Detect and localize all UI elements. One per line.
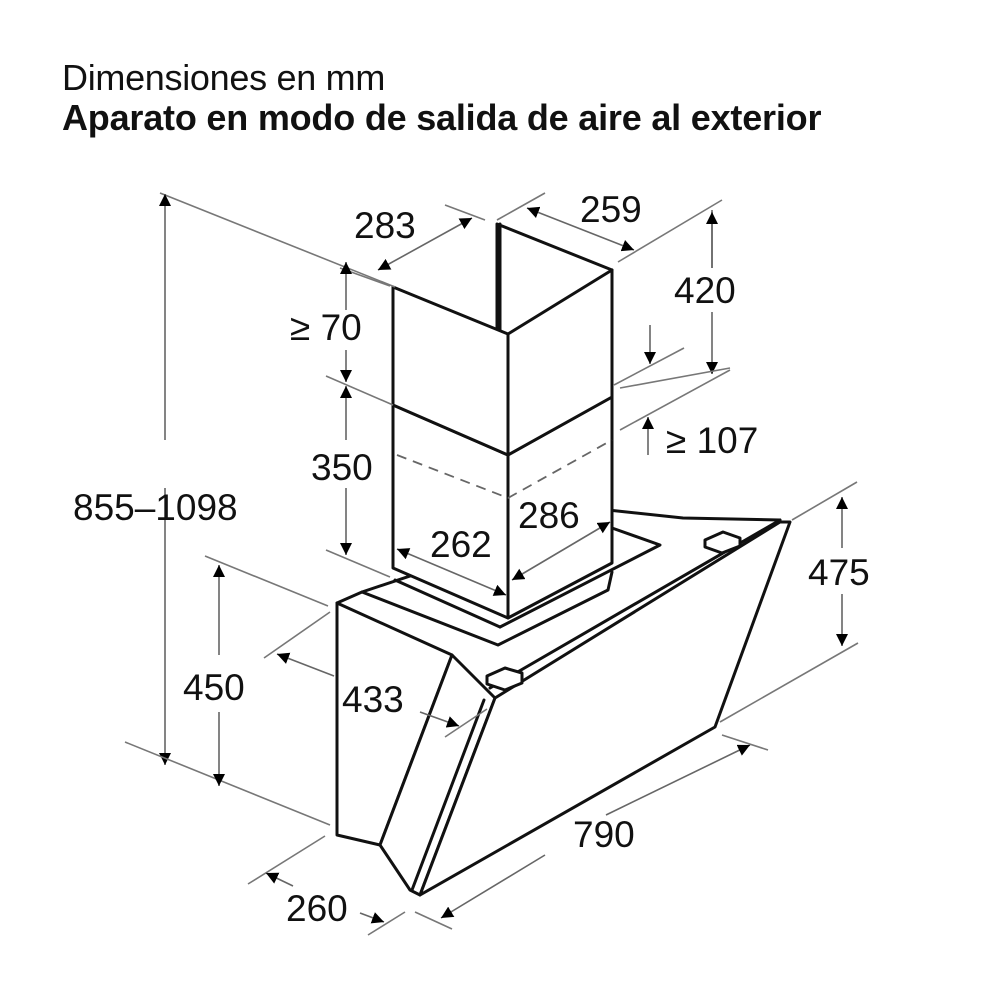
hood-body xyxy=(335,508,792,897)
svg-text:260: 260 xyxy=(286,888,348,929)
svg-text:283: 283 xyxy=(354,205,416,246)
svg-text:450: 450 xyxy=(183,667,245,708)
dim-283: 283 xyxy=(339,204,486,287)
subtitle: Dimensiones en mm xyxy=(62,57,386,98)
svg-text:350: 350 xyxy=(311,447,373,488)
dim-gte-70: ≥ 70 xyxy=(159,192,396,406)
svg-text:420: 420 xyxy=(674,270,736,311)
dim-total-height: 855–1098 xyxy=(73,194,331,826)
dim-475: 475 xyxy=(719,481,870,723)
dim-260: 260 xyxy=(247,835,406,936)
svg-text:≥ 70: ≥ 70 xyxy=(290,307,362,348)
svg-text:286: 286 xyxy=(518,495,580,536)
dim-790: 790 xyxy=(414,734,769,930)
svg-text:262: 262 xyxy=(430,524,492,565)
dim-262: 262 xyxy=(396,524,507,596)
title: Aparato en modo de salida de aire al ext… xyxy=(62,97,822,138)
svg-text:433: 433 xyxy=(342,679,404,720)
svg-text:475: 475 xyxy=(808,552,870,593)
dim-450: 450 xyxy=(183,555,329,786)
svg-text:≥ 107: ≥ 107 xyxy=(666,420,758,461)
svg-text:259: 259 xyxy=(580,189,642,230)
dim-433: 433 xyxy=(263,611,488,738)
dim-259: 259 xyxy=(496,189,723,263)
svg-text:790: 790 xyxy=(573,814,635,855)
dim-420: 420 xyxy=(619,210,736,389)
dim-gte-107: ≥ 107 xyxy=(613,325,758,461)
dim-350: 350 xyxy=(311,386,391,578)
glass-clip-icon xyxy=(485,530,742,692)
svg-text:855–1098: 855–1098 xyxy=(73,487,238,528)
title-block: Dimensiones en mm Aparato en modo de sal… xyxy=(62,58,842,138)
dim-286: 286 xyxy=(511,495,611,581)
chimney xyxy=(391,222,614,620)
